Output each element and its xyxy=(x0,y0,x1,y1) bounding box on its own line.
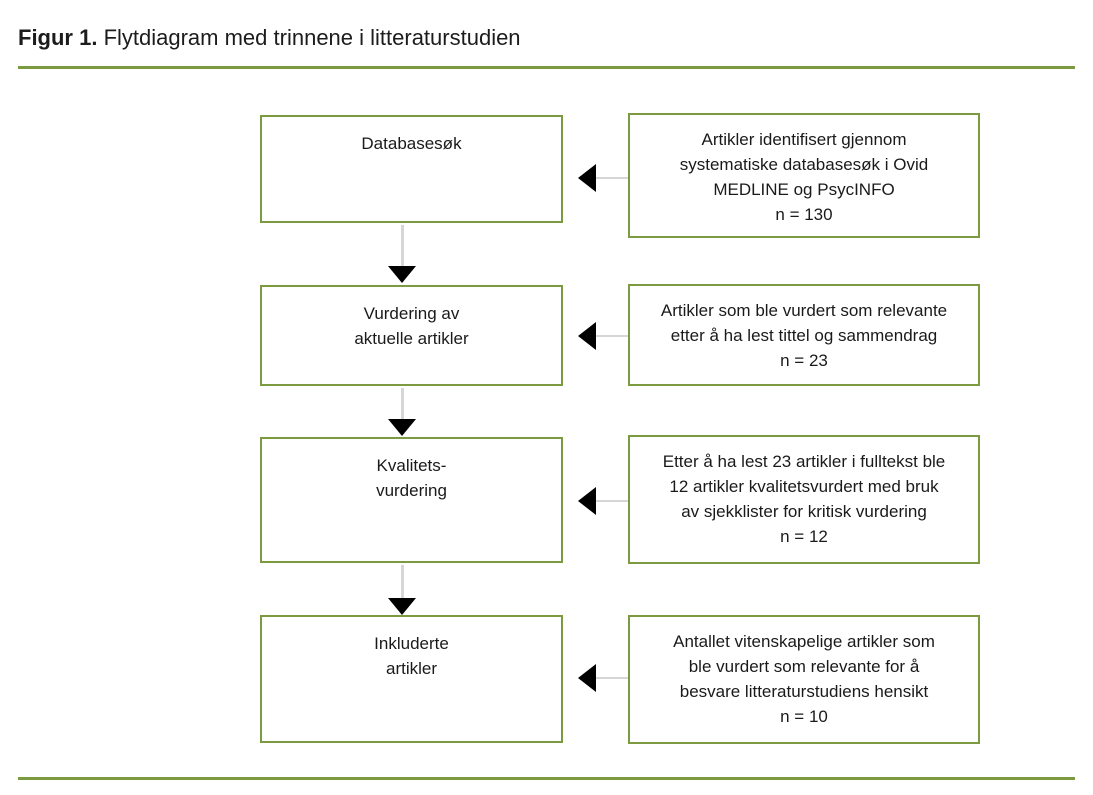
stage-label-4: Inkluderte artikler xyxy=(374,634,449,678)
detail-text-4: Antallet vitenskapelige artikler som ble… xyxy=(673,632,935,726)
detail-box-1: Artikler identifisert gjennom systematis… xyxy=(628,113,980,238)
arrow-shaft xyxy=(401,225,404,267)
stage-label-2: Vurdering av aktuelle artikler xyxy=(354,304,469,348)
stage-label-1: Databasesøk xyxy=(361,134,462,153)
arrow-shaft xyxy=(594,500,630,502)
arrow-stage-3-to-4 xyxy=(388,565,416,615)
stage-box-3: Kvalitets- vurdering xyxy=(260,437,563,563)
arrow-detail-to-stage-1 xyxy=(578,164,630,192)
arrow-head-down-icon xyxy=(388,266,416,283)
detail-text-3: Etter å ha lest 23 artikler i fulltekst … xyxy=(662,452,946,546)
detail-box-3: Etter å ha lest 23 artikler i fulltekst … xyxy=(628,435,980,564)
arrow-stage-2-to-3 xyxy=(388,388,416,436)
arrow-detail-to-stage-2 xyxy=(578,322,630,350)
arrow-stage-1-to-2 xyxy=(388,225,416,283)
arrow-head-left-icon xyxy=(578,164,596,192)
detail-box-4: Antallet vitenskapelige artikler som ble… xyxy=(628,615,980,744)
arrow-shaft xyxy=(594,177,630,179)
header-divider xyxy=(18,66,1075,69)
arrow-detail-to-stage-4 xyxy=(578,664,630,692)
stage-label-3: Kvalitets- vurdering xyxy=(376,456,447,500)
arrow-head-left-icon xyxy=(578,487,596,515)
page-title: Figur 1. Flytdiagram med trinnene i litt… xyxy=(18,23,521,53)
arrow-head-left-icon xyxy=(578,664,596,692)
stage-box-1: Databasesøk xyxy=(260,115,563,223)
arrow-shaft xyxy=(401,388,404,420)
stage-box-4: Inkluderte artikler xyxy=(260,615,563,743)
arrow-head-left-icon xyxy=(578,322,596,350)
arrow-shaft xyxy=(594,335,630,337)
figure-title-text: Flytdiagram med trinnene i litteraturstu… xyxy=(103,25,521,50)
detail-text-2: Artikler som ble vurdert som relevante e… xyxy=(660,301,948,370)
footer-divider xyxy=(18,777,1075,780)
detail-text-1: Artikler identifisert gjennom systematis… xyxy=(679,130,929,224)
arrow-head-down-icon xyxy=(388,419,416,436)
arrow-detail-to-stage-3 xyxy=(578,487,630,515)
detail-box-2: Artikler som ble vurdert som relevante e… xyxy=(628,284,980,386)
arrow-shaft xyxy=(594,677,630,679)
figure-label: Figur 1. xyxy=(18,25,98,50)
stage-box-2: Vurdering av aktuelle artikler xyxy=(260,285,563,386)
arrow-head-down-icon xyxy=(388,598,416,615)
arrow-shaft xyxy=(401,565,404,599)
